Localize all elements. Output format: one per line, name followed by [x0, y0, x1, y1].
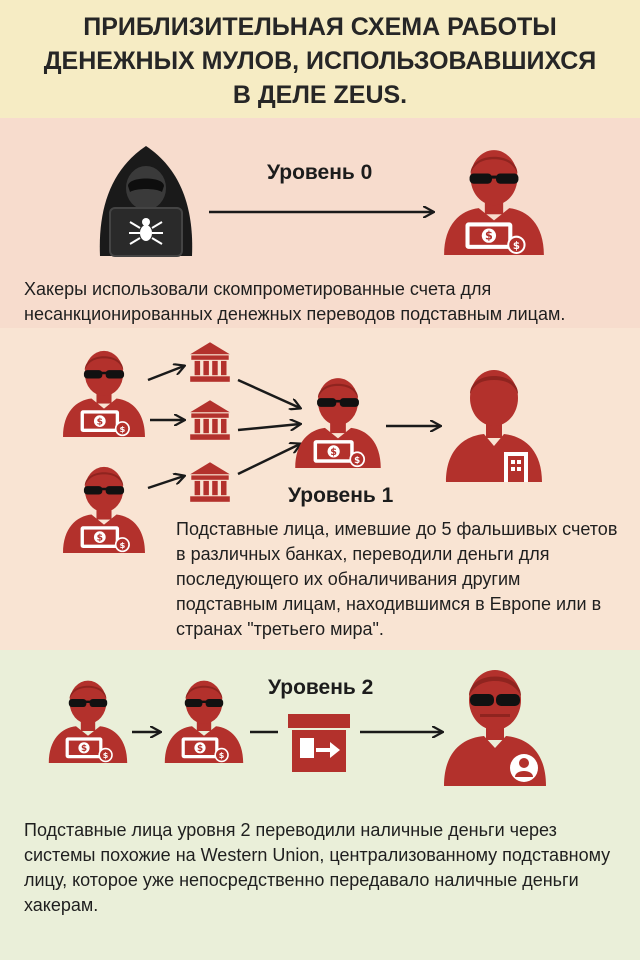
level0-description: Хакеры использовали скомпрометированные …: [24, 279, 566, 324]
title-line-2: ДЕНЕЖНЫХ МУЛОВ, ИСПОЛЬЗОВАВШИХСЯ: [43, 47, 597, 75]
money-mule-icon: [44, 664, 132, 774]
level0-arrow: [207, 202, 439, 227]
hacker-icon: [96, 140, 196, 260]
money-mule-icon: [58, 452, 150, 562]
money-mule-icon: [438, 138, 550, 260]
central-mule-icon: [440, 664, 550, 786]
transfer-box-icon: [286, 712, 352, 774]
title-line-1: ПРИБЛИЗИТЕЛЬНАЯ СХЕМА РАБОТЫ: [83, 13, 557, 41]
level1-arrows: [140, 340, 450, 515]
level2-label: Уровень 2: [268, 676, 374, 699]
level1-label: Уровень 1: [288, 484, 394, 507]
money-mule-icon: [160, 664, 248, 774]
money-mule-icon: [290, 366, 386, 474]
person-building-icon: [442, 362, 546, 482]
level0-label: Уровень 0: [267, 161, 373, 184]
title-line-3: В ДЕЛЕ ZEUS.: [232, 81, 408, 109]
level1-description: Подставные лица, имевшие до 5 фальшивых …: [176, 519, 618, 639]
header-banner: ПРИБЛИЗИТЕЛЬНАЯ СХЕМА РАБОТЫ ДЕНЕЖНЫХ МУ…: [0, 0, 640, 118]
level2-description: Подставные лица уровня 2 переводили нали…: [24, 820, 611, 915]
page-title: ПРИБЛИЗИТЕЛЬНАЯ СХЕМА РАБОТЫ ДЕНЕЖНЫХ МУ…: [0, 10, 640, 112]
money-mule-icon: [58, 336, 150, 446]
level2-arrows: [124, 720, 454, 749]
